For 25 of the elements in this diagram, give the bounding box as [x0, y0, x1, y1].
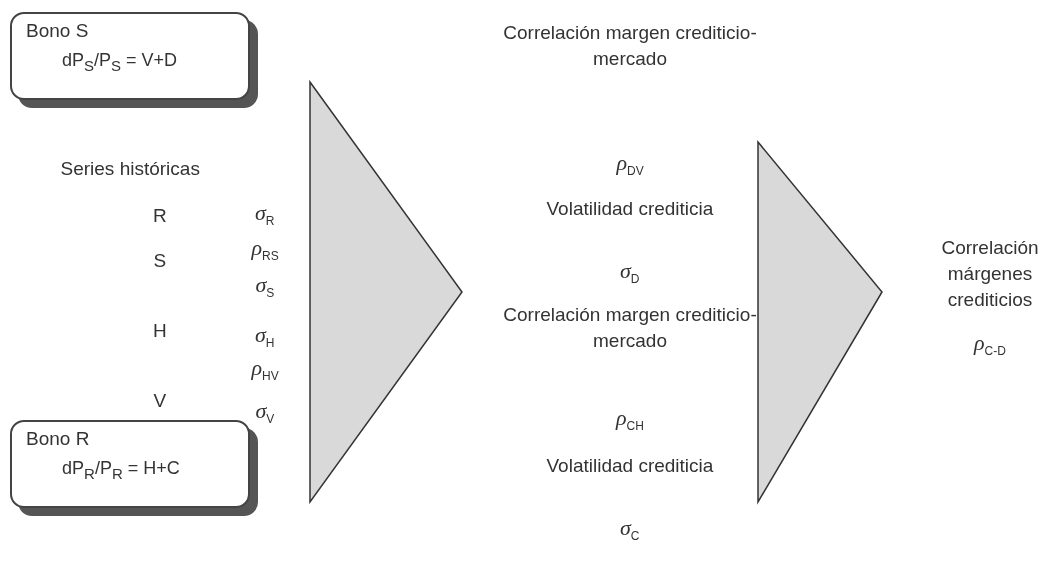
parameter: ρ$_{HV}$	[251, 355, 279, 384]
caption-text: Correlación márgenes crediticios	[940, 236, 1040, 312]
series-letter: V	[153, 390, 167, 412]
series-letter: H	[153, 320, 167, 342]
series-letter: S	[153, 250, 167, 272]
parameter: σ$_{S}$	[255, 272, 275, 301]
parameter: σ$_{H}$	[255, 322, 275, 351]
series-letter: R	[153, 205, 167, 227]
parameter: ρ$_{CH}$	[616, 405, 644, 434]
caption-text: Correlación margen crediticio-mercado	[502, 303, 758, 353]
parameter: ρ$_{C-D}$	[974, 330, 1006, 359]
parameter: ρ$_{RS}$	[251, 235, 279, 264]
bond-title: Bono S	[26, 20, 90, 42]
formula: dP$_{S}$/P$_{S}$ = V+D	[62, 50, 179, 74]
bond-title: Bono R	[26, 428, 91, 450]
parameter: σ$_{C}$	[620, 515, 640, 544]
parameter: σ$_{V}$	[255, 398, 275, 427]
caption-text: Volatilidad crediticia	[546, 455, 714, 477]
caption-text: Correlación margen crediticio-mercado	[502, 21, 758, 71]
parameter: ρ$_{DV}$	[616, 150, 644, 179]
heading: Series históricas	[60, 158, 200, 180]
parameter: σ$_{D}$	[620, 258, 640, 287]
formula: dP$_{R}$/P$_{R}$ = H+C	[62, 458, 181, 482]
parameter: σ$_{R}$	[255, 200, 275, 229]
caption-text: Volatilidad crediticia	[546, 198, 714, 220]
